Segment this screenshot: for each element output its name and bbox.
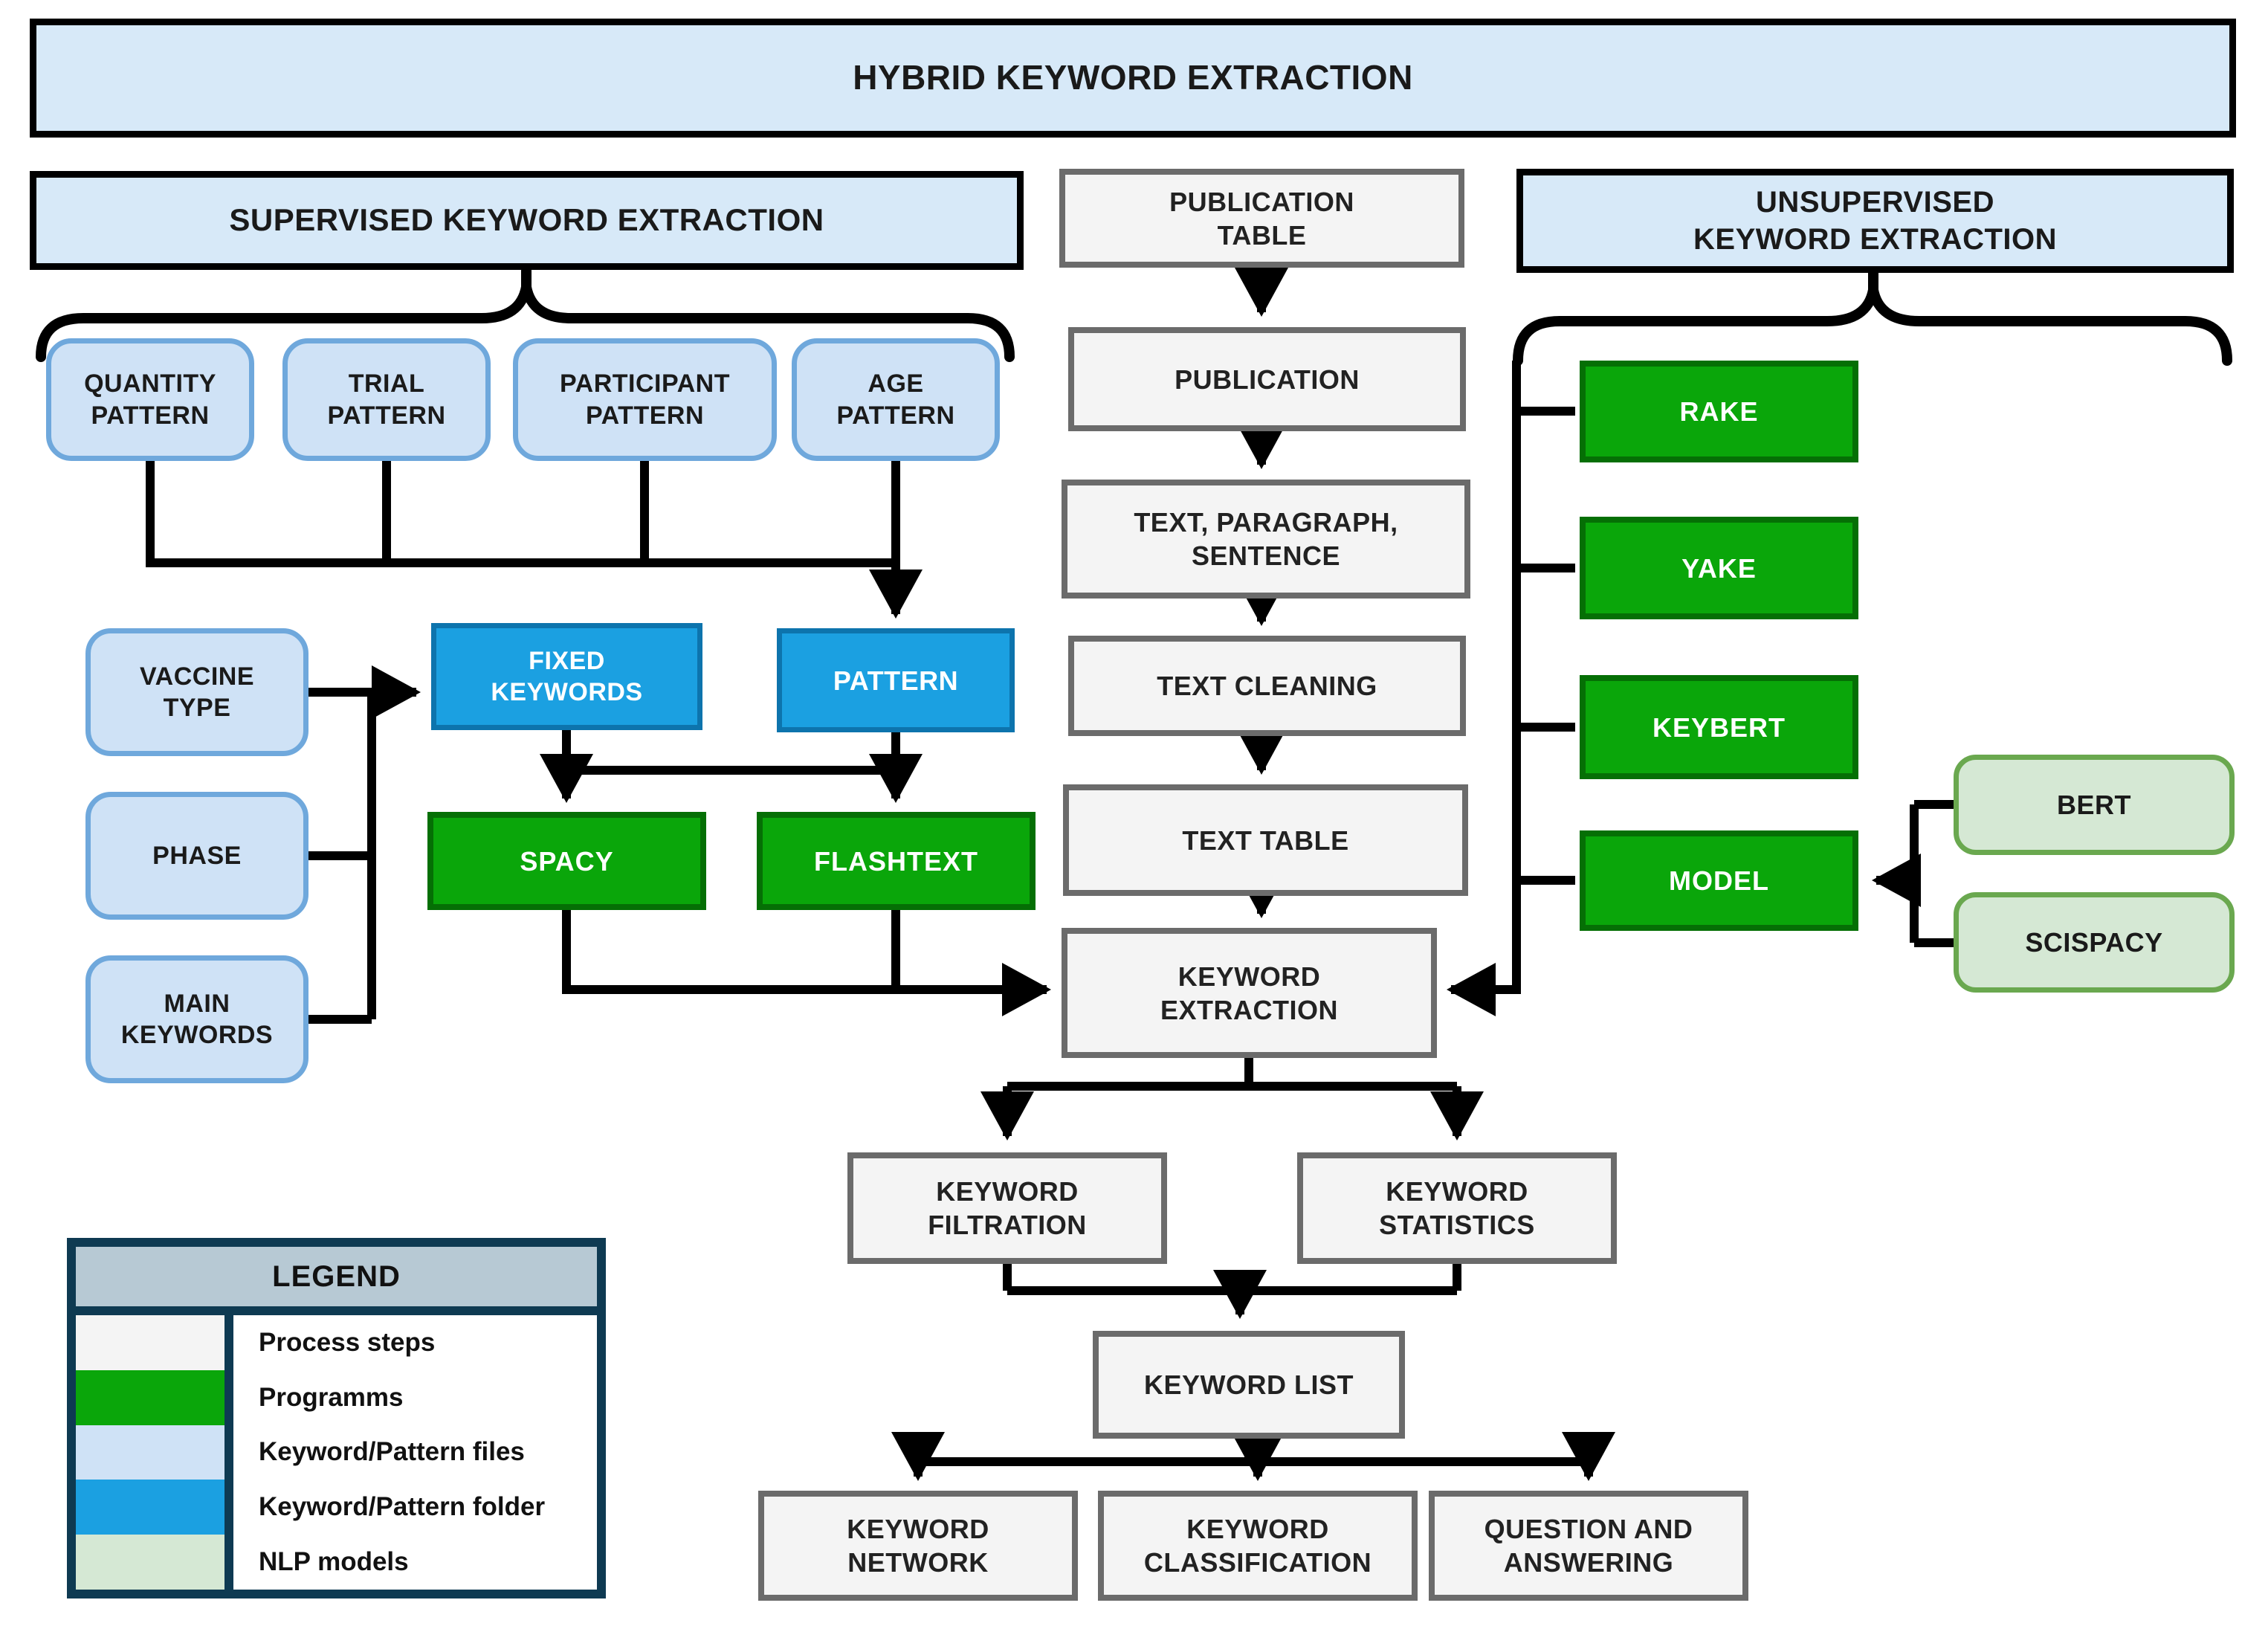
bert-nlp-model: BERT — [1954, 755, 2235, 855]
unsupervised-brace — [1513, 288, 2232, 366]
keyword-extraction-step: KEYWORD EXTRACTION — [1062, 928, 1437, 1058]
rake-program: RAKE — [1580, 361, 1858, 462]
model-program: MODEL — [1580, 830, 1858, 931]
keyword-list-step: KEYWORD LIST — [1093, 1331, 1405, 1439]
publication-step: PUBLICATION — [1068, 327, 1466, 431]
keyword-classification-step: KEYWORD CLASSIFICATION — [1098, 1491, 1418, 1601]
legend-label-pattern-folder: Keyword/Pattern folder — [259, 1492, 546, 1522]
legend-swatch-programs — [76, 1369, 224, 1425]
title-banner: HYBRID KEYWORD EXTRACTION — [30, 19, 2236, 138]
legend-labels: Process steps Programms Keyword/Pattern … — [233, 1315, 597, 1590]
text-table-step: TEXT TABLE — [1063, 784, 1468, 896]
fixed-keywords-folder: FIXED KEYWORDS — [431, 623, 702, 730]
legend-swatches — [76, 1315, 224, 1590]
supervised-section-header: SUPERVISED KEYWORD EXTRACTION — [30, 171, 1024, 270]
legend-label-pattern-files: Keyword/Pattern files — [259, 1437, 525, 1467]
participant-pattern-file: PARTICIPANT PATTERN — [513, 338, 777, 461]
publication-table-step: PUBLICATION TABLE — [1059, 169, 1464, 268]
text-cleaning-step: TEXT CLEANING — [1068, 636, 1466, 736]
trial-pattern-file: TRIAL PATTERN — [282, 338, 491, 461]
legend-label-process-steps: Process steps — [259, 1327, 436, 1357]
spacy-program: SPACY — [427, 812, 706, 910]
keyword-filtration-step: KEYWORD FILTRATION — [847, 1152, 1167, 1264]
legend-title: LEGEND — [76, 1247, 597, 1306]
keybert-program: KEYBERT — [1580, 675, 1858, 779]
quantity-pattern-file: QUANTITY PATTERN — [46, 338, 254, 461]
yake-program: YAKE — [1580, 517, 1858, 619]
question-answering-step: QUESTION AND ANSWERING — [1429, 1491, 1748, 1601]
legend-swatch-pattern-files — [76, 1425, 224, 1480]
main-keywords-file: MAIN KEYWORDS — [85, 955, 308, 1083]
legend-swatch-nlp-models — [76, 1535, 224, 1590]
pattern-folder: PATTERN — [777, 628, 1015, 732]
keyword-network-step: KEYWORD NETWORK — [758, 1491, 1078, 1601]
phase-file: PHASE — [85, 792, 308, 920]
legend-swatch-process-steps — [76, 1315, 224, 1370]
vaccine-type-file: VACCINE TYPE — [85, 628, 308, 756]
scispacy-nlp-model: SCISPACY — [1954, 892, 2235, 993]
legend-label-programs: Programms — [259, 1382, 404, 1412]
legend-label-nlp-models: NLP models — [259, 1547, 409, 1577]
unsupervised-section-header: UNSUPERVISED KEYWORD EXTRACTION — [1516, 169, 2234, 273]
flashtext-program: FLASHTEXT — [757, 812, 1036, 910]
age-pattern-file: AGE PATTERN — [792, 338, 1000, 461]
text-paragraph-sentence-step: TEXT, PARAGRAPH, SENTENCE — [1062, 480, 1470, 599]
keyword-statistics-step: KEYWORD STATISTICS — [1297, 1152, 1617, 1264]
legend-swatch-pattern-folder — [76, 1480, 224, 1535]
legend: LEGEND Process steps Programms Keyword/P… — [67, 1238, 606, 1598]
